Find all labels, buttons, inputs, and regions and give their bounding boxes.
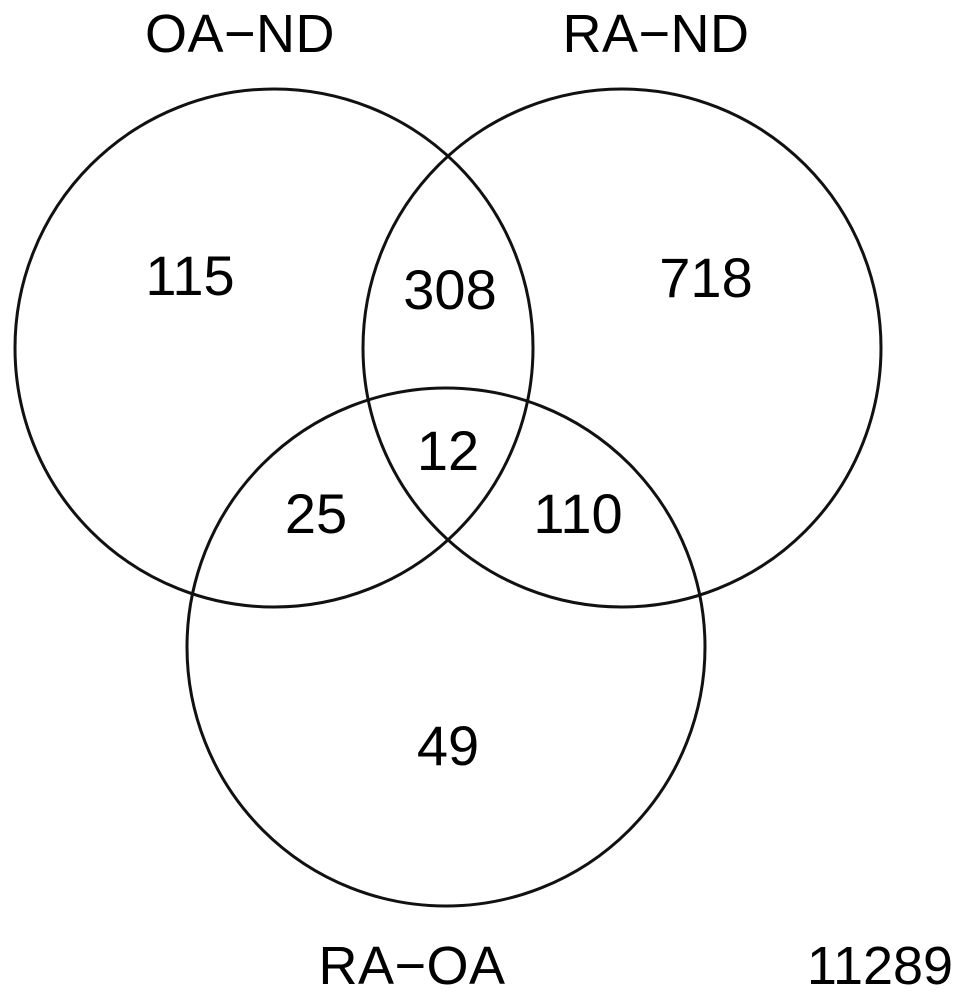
- circle-ra-nd: [361, 87, 883, 609]
- count-ra-nd-only: 718: [659, 246, 753, 309]
- count-triple-intersection: 12: [416, 419, 480, 482]
- set-label-oa-nd: OA−ND: [144, 4, 336, 64]
- set-label-ra-oa: RA−OA: [318, 936, 506, 996]
- count-oa-nd-ra-oa: 25: [284, 482, 348, 545]
- count-oa-nd-only: 115: [145, 244, 235, 307]
- count-ra-oa-only: 49: [416, 714, 480, 777]
- count-ra-nd-ra-oa: 110: [533, 482, 623, 545]
- count-oa-nd-ra-nd: 308: [403, 258, 497, 321]
- set-label-ra-nd: RA−ND: [562, 4, 750, 64]
- outside-total-count: 11289: [806, 936, 954, 996]
- circle-ra-oa: [185, 386, 707, 908]
- circle-oa-nd: [13, 87, 535, 609]
